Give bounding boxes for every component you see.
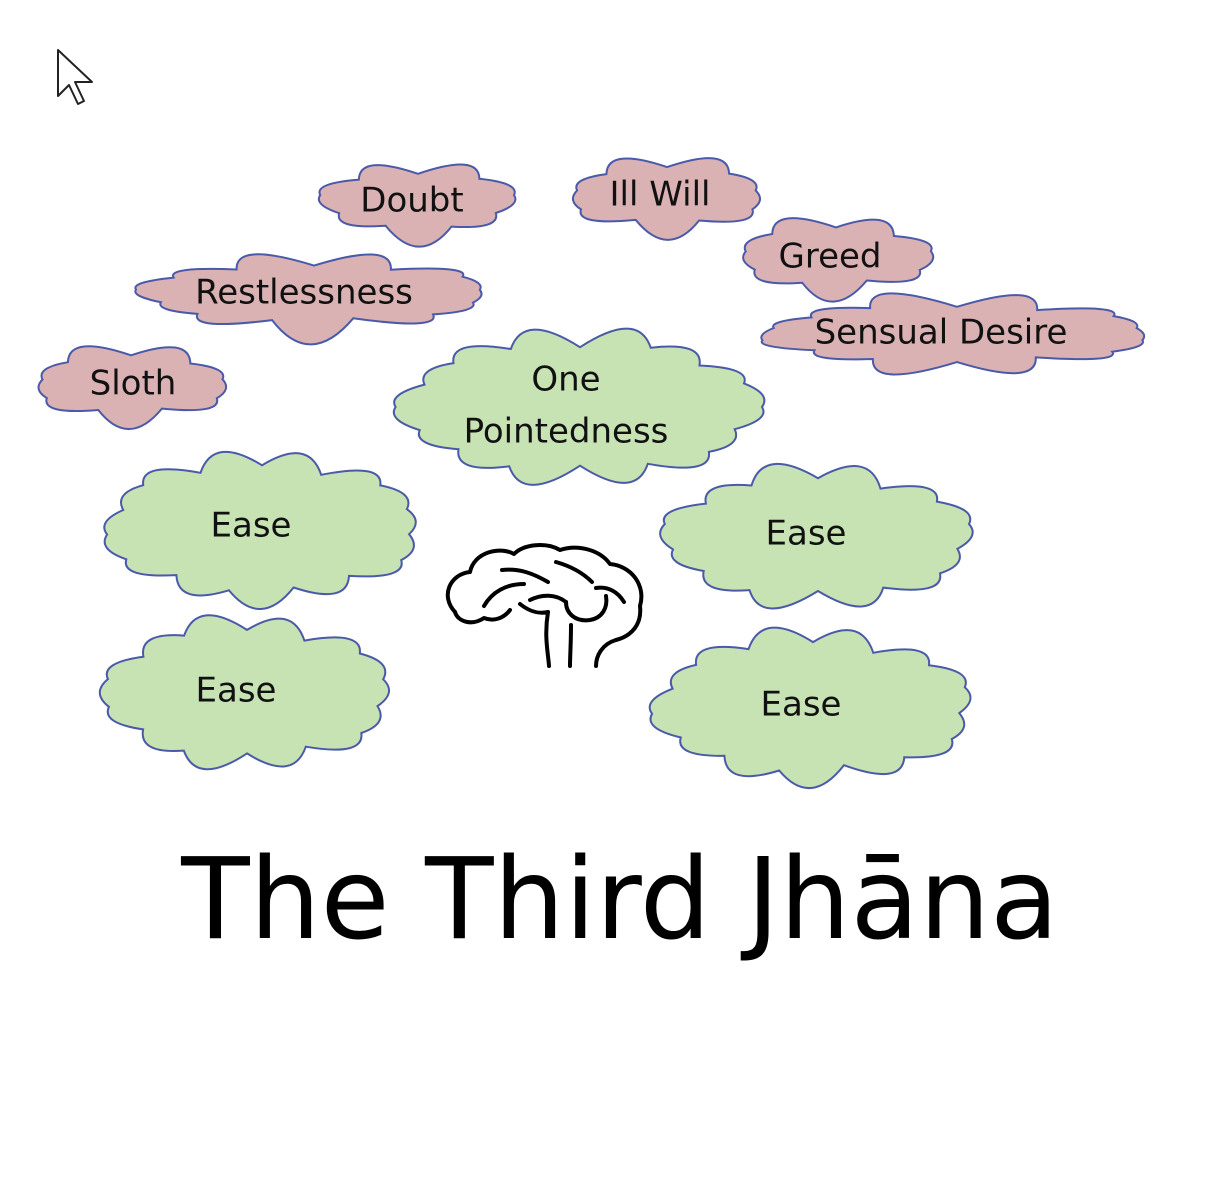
cloud-ease-top-right-label: Ease [766, 514, 847, 554]
cloud-greed: Greed [742, 217, 935, 303]
cloud-one-pointedness: One Pointedness [392, 327, 766, 486]
cloud-one-pointedness-line-2: Pointedness [464, 412, 669, 452]
cloud-one-pointedness-line-1: One [531, 360, 600, 400]
cloud-ill-will: Ill Will [571, 157, 761, 241]
cloud-sensual-desire-shape [760, 292, 1146, 376]
cloud-greed-label: Greed [779, 237, 882, 277]
cloud-greed-shape [742, 217, 935, 303]
cloud-ease-bottom-left: Ease [98, 614, 391, 771]
cloud-restlessness: Restlessness [134, 253, 483, 346]
cloud-ease-top-right: Ease [659, 463, 974, 610]
cloud-ease-bottom-right-label: Ease [761, 685, 842, 725]
cloud-sensual-desire-label: Sensual Desire [815, 313, 1068, 353]
cloud-sloth: Sloth [37, 345, 228, 431]
cloud-sloth-shape [37, 345, 228, 431]
cloud-sensual-desire: Sensual Desire [760, 292, 1146, 376]
cloud-ease-bottom-right: Ease [648, 626, 972, 789]
diagram-title: The Third Jhāna [180, 835, 1058, 965]
cloud-ease-top-left-label: Ease [211, 506, 292, 546]
cloud-ease-bottom-left-shape [98, 614, 391, 771]
cloud-ill-will-label: Ill Will [610, 175, 711, 215]
cloud-doubt-label: Doubt [360, 181, 463, 221]
cloud-ill-will-shape [571, 157, 761, 241]
cloud-ease-top-left-shape [103, 450, 417, 610]
cloud-ease-top-left: Ease [103, 450, 417, 610]
mouse-pointer-icon [57, 49, 93, 105]
cloud-sloth-label: Sloth [90, 364, 177, 404]
cloud-restlessness-label: Restlessness [195, 273, 413, 313]
cloud-restlessness-shape [134, 253, 483, 346]
cloud-ease-bottom-left-label: Ease [196, 671, 277, 711]
cloud-doubt-shape [317, 163, 517, 248]
cloud-ease-bottom-right-shape [648, 626, 972, 789]
brain-icon [445, 543, 644, 668]
cloud-doubt: Doubt [317, 163, 517, 248]
cloud-one-pointedness-shape [392, 327, 766, 486]
cloud-ease-top-right-shape [659, 463, 974, 610]
